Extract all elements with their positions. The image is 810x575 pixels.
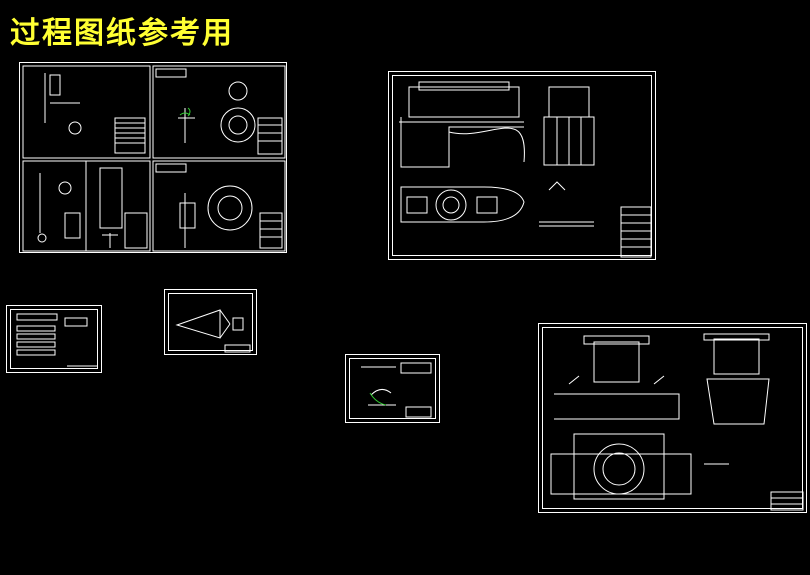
- sheet-frame: [349, 358, 436, 419]
- cutter-lines: [175, 309, 251, 353]
- sheet-frame: [542, 327, 803, 509]
- fixture-assembly-sheet[interactable]: [388, 71, 656, 260]
- fixture-assembly-2-lines: [550, 333, 804, 511]
- drawing-sheet-group[interactable]: [19, 62, 287, 253]
- sheet-frame: [10, 309, 98, 369]
- fixture-assembly-lines: [399, 81, 652, 258]
- part-sketch-lines: [361, 362, 432, 418]
- part-sketch-sheet[interactable]: [345, 354, 440, 423]
- process-card-sheet[interactable]: [6, 305, 102, 373]
- sheet-frame: [168, 293, 253, 351]
- fixture-assembly-sheet-2[interactable]: [538, 323, 807, 513]
- drawing-sheet-group-lines: [22, 65, 286, 252]
- process-card-lines: [16, 313, 97, 367]
- page-title: 过程图纸参考用: [10, 16, 234, 51]
- sheet-frame: [392, 75, 652, 256]
- cutter-sheet[interactable]: [164, 289, 257, 355]
